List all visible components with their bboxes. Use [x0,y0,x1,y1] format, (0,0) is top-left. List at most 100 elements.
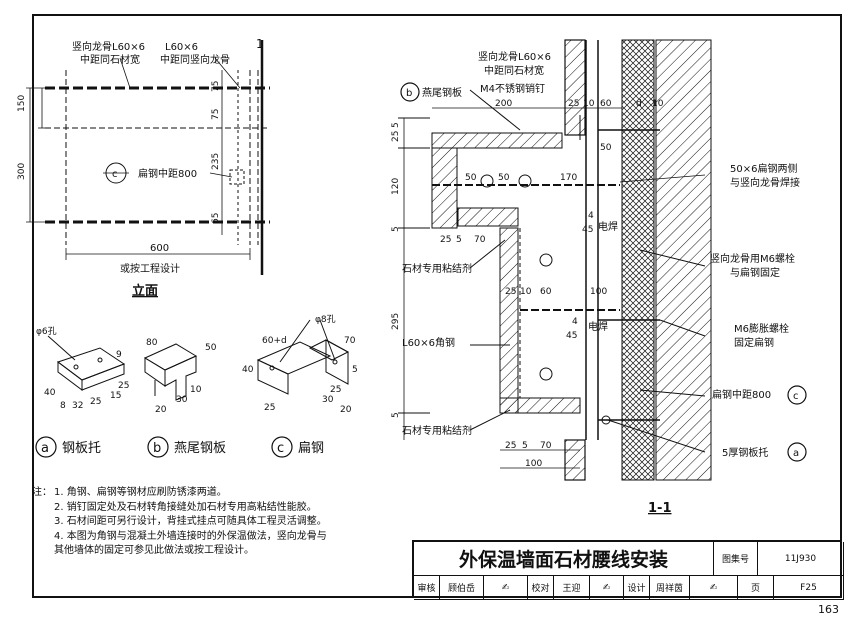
detail-a-hole: φ6孔 [36,326,57,337]
detail-a-name: 钢板托 [62,441,101,456]
elev-dim-65: 65 [211,213,221,224]
sec-dim-200: 200 [495,99,512,109]
elev-angle-label-b: 中距同竖向龙骨 [160,53,230,66]
detail-c-dim-25: 25 [264,403,275,413]
detail-b-dim-30: 30 [176,395,188,405]
detail-c-dim-5: 5 [352,365,358,375]
elev-section-mark: 1 [256,37,264,51]
sec-dim-45a: 45 [582,225,593,235]
sec-title: 1-1 [648,501,672,516]
elev-angle-label: L60×6 [165,42,198,53]
sec-right-5-letter: a [793,448,799,459]
sec-dim-70e: 70 [540,441,552,451]
detail-b-name: 燕尾钢板 [174,441,226,456]
sec-dim-l295: 295 [391,313,401,330]
reviewer-signature: ✍ [484,576,528,600]
checker-name: 王迎 [554,576,590,600]
sec-adhesive-1: 石材专用粘结剂 [402,262,472,275]
detail-a-dim-15: 15 [110,391,121,401]
detail-a-dim-40: 40 [44,388,56,398]
sec-dim-4a: 4 [588,211,594,221]
sec-right-4: 扁钢中距800 [712,388,771,401]
elev-dim-300: 300 [17,163,27,180]
sec-dim-70: 70 [474,235,486,245]
elev-dim-235: 235 [211,153,221,170]
sec-adhesive-2: 石材专用粘结剂 [402,424,472,437]
sec-dim-50a: 50 [600,143,612,153]
notes: 注： 1. 角钢、扁钢等钢材应刷防锈漆两道。 2. 销钉固定处及石材转角接缝处加… [32,486,412,559]
elev-callout-c: c [112,169,118,180]
sec-right-4-letter: c [793,391,799,402]
elev-title: 立面 [132,283,158,299]
detail-a-letter: a [41,441,49,456]
detail-captions: a 钢板托 b 燕尾钢板 c 扁钢 [35,436,324,458]
designer-signature: ✍ [690,576,738,600]
check-label: 校对 [528,576,554,600]
page-number: 163 [818,603,839,616]
detail-c-dim-20: 20 [340,405,352,415]
atlas-number: 11J930 [758,542,844,576]
sec-dim-100b: 100 [525,459,542,469]
note-4: 4. 本图为角钢与混凝土外墙连接时的外保温做法，竖向龙骨与 [54,530,327,542]
sec-right-3a: M6膨胀螺栓 [734,322,789,335]
detail-c-drawing [256,319,350,395]
sec-right-5: 5厚钢板托 [722,446,768,459]
sec-dim-50c: 50 [498,173,510,183]
sec-dim-50b: 50 [465,173,477,183]
detail-c-labels: φ8孔 60+d 40 70 25 30 25 5 20 [242,314,358,415]
detail-a-labels: φ6孔 9 40 8 32 25 15 25 [36,326,129,411]
sec-right-3b: 固定扁钢 [734,336,774,349]
sec-dim-60d: 60 [540,287,552,297]
designer-name: 周祥茵 [650,576,690,600]
review-label: 审核 [414,576,440,600]
sec-dim-d: d [636,99,642,109]
drawing-title: 外保温墙面石材腰线安装 [414,542,714,576]
elev-keel-label-b: 中距同石材宽 [80,53,140,66]
section-labels: 竖向龙骨L60×6 中距同石材宽 b 燕尾钢板 M4不锈钢销钉 200 25 1… [391,50,800,516]
note-2: 2. 销钉固定处及石材转角接缝处加石材专用高粘结性能胶。 [54,501,317,513]
sec-dim-10b: 10 [652,99,664,109]
sec-dim-10: 10 [583,99,595,109]
sec-dim-10d: 10 [520,287,532,297]
sec-dim-25d: 25 [505,287,516,297]
elev-width-note: 或按工程设计 [120,262,180,275]
sec-dim-l5: 5 [391,122,401,128]
elev-flat-steel-label: 扁钢中距800 [138,167,197,180]
elev-width-dim: 600 [150,243,169,254]
detail-c-letter: c [277,441,284,456]
sec-angle: L60×6角钢 [402,336,455,349]
sec-right-1a: 50×6扁钢两侧 [730,162,797,175]
sec-dim-60: 60 [600,99,612,109]
sec-b-letter: b [406,88,412,99]
detail-a-dim-32: 32 [72,401,83,411]
page-code: F25 [774,576,844,600]
checker-signature: ✍ [590,576,624,600]
detail-c-dim-70: 70 [344,336,356,346]
sec-dim-5e: 5 [522,441,528,451]
detail-c-name: 扁钢 [298,441,324,456]
sec-keel-b: 中距同石材宽 [484,64,544,77]
design-label: 设计 [624,576,650,600]
section-view [398,39,807,481]
elevation-view [26,40,270,275]
drawing-frame [32,14,842,598]
detail-b-dim-80: 80 [146,338,158,348]
sec-dim-170: 170 [560,173,577,183]
sec-dim-l5c: 5 [391,412,401,418]
detail-a-dim-25b: 25 [118,381,129,391]
sec-dim-l25: 25 [391,131,401,142]
detail-a-dim-8: 8 [60,401,66,411]
elev-dim-75a: 75 [211,81,221,92]
sec-dim-5c: 5 [456,235,462,245]
sec-dim-45b: 45 [566,331,577,341]
sec-right-2b: 与扁钢固定 [730,266,780,279]
detail-b-drawing [143,343,198,401]
sec-keel: 竖向龙骨L60×6 [478,50,551,63]
detail-b-dim-10: 10 [190,385,202,395]
detail-c-dim-30: 30 [322,395,334,405]
atlas-label: 图集号 [714,542,758,576]
reviewer-name: 顾伯岳 [440,576,484,600]
sec-right-2a: 竖向龙骨用M6螺栓 [710,252,795,265]
page-label: 页 [738,576,774,600]
